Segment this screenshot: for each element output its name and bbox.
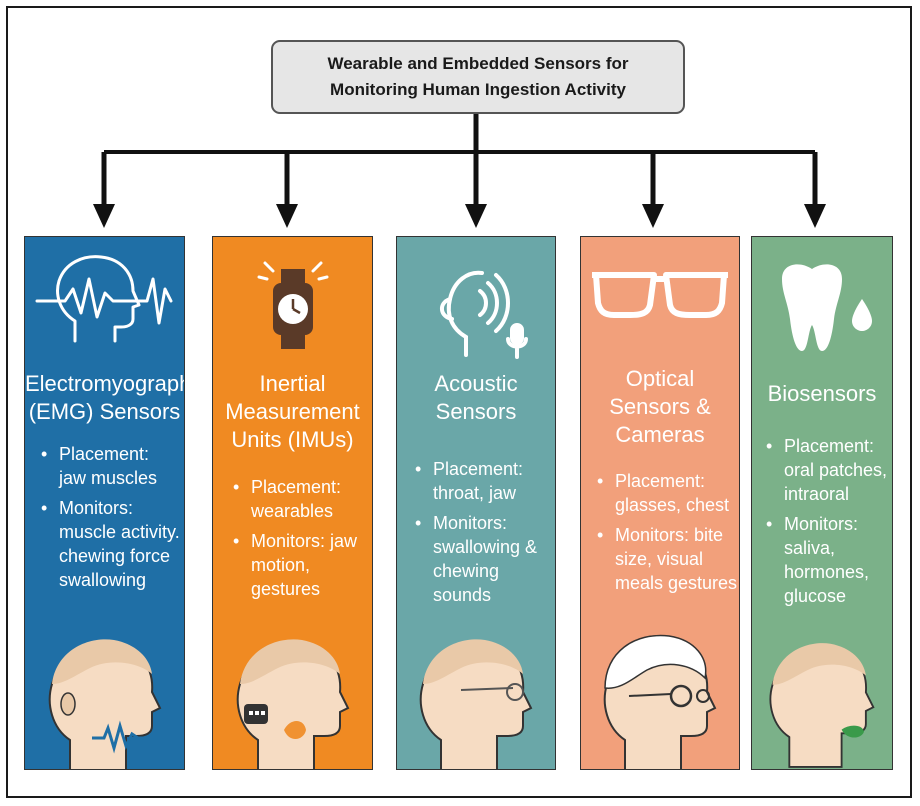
panel-optical-placement: Placement: glasses, chest (597, 469, 739, 517)
panel-acoustic-title-line-1: Acoustic (434, 371, 518, 396)
diagram-frame (6, 6, 912, 798)
panel-optical-title-line-1: Optical (625, 366, 695, 391)
emg-head-wave-icon (25, 249, 184, 354)
panel-emg-monitors: Monitors: muscle activity. chewing force… (41, 496, 181, 592)
glasses-icon (581, 265, 739, 325)
panel-emg-placement: Placement: jaw muscles (41, 442, 181, 490)
panel-imu-placement: Placement: wearables (233, 475, 369, 523)
panel-acoustic-monitors: Monitors: swallowing & chewing sounds (415, 511, 553, 607)
tooth-droplet-icon (752, 259, 892, 359)
face-profile-icon (213, 622, 372, 769)
panel-biosensors-title-line-1: Biosensors (767, 381, 877, 406)
panel-acoustic: Acoustic Sensors Placement: throat, jaw … (396, 236, 556, 770)
panel-acoustic-placement: Placement: throat, jaw (415, 457, 553, 505)
panel-biosensors-monitors: Monitors: saliva, hormones, glucose (766, 512, 890, 608)
panel-acoustic-title-line-2: Sensors (435, 399, 517, 424)
panel-biosensors-placement: Placement: oral patches, intraoral (766, 434, 890, 506)
face-profile-icon (581, 622, 739, 769)
panel-acoustic-list: Placement: throat, jaw Monitors: swallow… (415, 457, 553, 613)
face-profile-icon (752, 622, 892, 769)
panel-biosensors-list: Placement: oral patches, intraoral Monit… (766, 434, 890, 614)
panel-optical: Optical Sensors & Cameras Placement: gla… (580, 236, 740, 770)
panel-optical-monitors: Monitors: bite size, visual meals gestur… (597, 523, 739, 595)
panel-imu: Inertial Measurement Units (IMUs) Placem… (212, 236, 373, 770)
panel-imu-list: Placement: wearables Monitors: jaw motio… (233, 475, 369, 607)
panel-optical-title-line-3: Cameras (615, 422, 705, 447)
title-line-1: Wearable and Embedded Sensors for (327, 53, 629, 73)
panel-emg-title-line-2: (EMG) Sensors (28, 399, 181, 424)
panel-optical-list: Placement: glasses, chest Monitors: bite… (597, 469, 739, 601)
acoustic-head-microphone-icon (397, 247, 555, 362)
face-profile-icon (397, 622, 555, 769)
panel-optical-title-line-2: Sensors & (609, 394, 711, 419)
panel-emg: Electromyography (EMG) Sensors Placement… (24, 236, 185, 770)
panel-emg-list: Placement: jaw muscles Monitors: muscle … (41, 442, 181, 598)
smartwatch-icon (213, 251, 372, 351)
panel-emg-title-line-1: Electromyography (25, 371, 185, 396)
panel-imu-title-line-1: Inertial (259, 371, 326, 396)
panel-imu-title-line-3: Units (IMUs) (231, 427, 354, 452)
face-profile-icon (25, 622, 184, 769)
diagram-title: Wearable and Embedded Sensors for Monito… (271, 40, 685, 114)
panel-imu-title-line-2: Measurement (225, 399, 360, 424)
panel-imu-monitors: Monitors: jaw motion, gestures (233, 529, 369, 601)
panel-biosensors: Biosensors Placement: oral patches, intr… (751, 236, 893, 770)
title-line-2: Monitoring Human Ingestion Activity (330, 80, 626, 99)
